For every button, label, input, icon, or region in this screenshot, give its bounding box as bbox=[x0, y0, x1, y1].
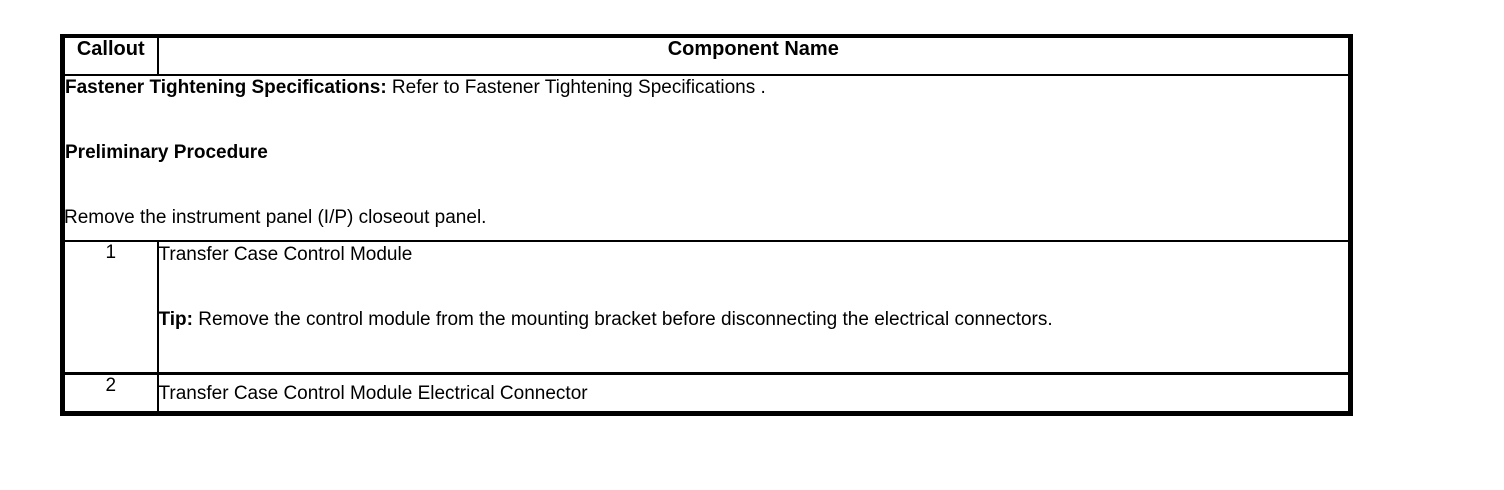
callout-number-2: 2 bbox=[61, 372, 159, 415]
preliminary-procedure-heading: Preliminary Procedure bbox=[65, 142, 268, 163]
table-row: 2 Transfer Case Control Module Electrica… bbox=[61, 372, 1352, 415]
tip-text: Remove the control module from the mount… bbox=[192, 309, 1053, 330]
table-header-row: Callout Component Name bbox=[61, 35, 1352, 76]
component-name-2: Transfer Case Control Module Electrical … bbox=[158, 382, 588, 404]
component-description-1: Transfer Case Control Module Tip: Remove… bbox=[156, 240, 1352, 375]
column-header-component-name: Component Name bbox=[156, 35, 1352, 76]
preliminary-notes-cell: Fastener Tightening Specifications: Refe… bbox=[61, 74, 1352, 242]
callout-number-1: 1 bbox=[61, 240, 159, 375]
fastener-spec-text: Refer to Fastener Tightening Specificati… bbox=[386, 77, 766, 98]
tip-label: Tip: bbox=[158, 309, 193, 330]
tip-line-1: Tip: Remove the control module from the … bbox=[159, 264, 1349, 329]
table-header: Callout Component Name bbox=[61, 35, 1352, 76]
component-name-1: Transfer Case Control Module bbox=[158, 244, 413, 265]
table-row: 1 Transfer Case Control Module Tip: Remo… bbox=[61, 240, 1352, 375]
table-row-notes: Fastener Tightening Specifications: Refe… bbox=[61, 74, 1352, 242]
fastener-spec-line: Fastener Tightening Specifications: Refe… bbox=[65, 76, 1348, 97]
column-header-callout: Callout bbox=[61, 35, 159, 76]
component-specification-table: Callout Component Name Fastener Tighteni… bbox=[60, 34, 1353, 416]
table-body: Fastener Tightening Specifications: Refe… bbox=[61, 74, 1352, 415]
preliminary-procedure-step: Remove the instrument panel (I/P) closeo… bbox=[64, 207, 487, 228]
fastener-spec-label: Fastener Tightening Specifications: bbox=[65, 77, 387, 98]
component-description-2: Transfer Case Control Module Electrical … bbox=[156, 372, 1352, 415]
